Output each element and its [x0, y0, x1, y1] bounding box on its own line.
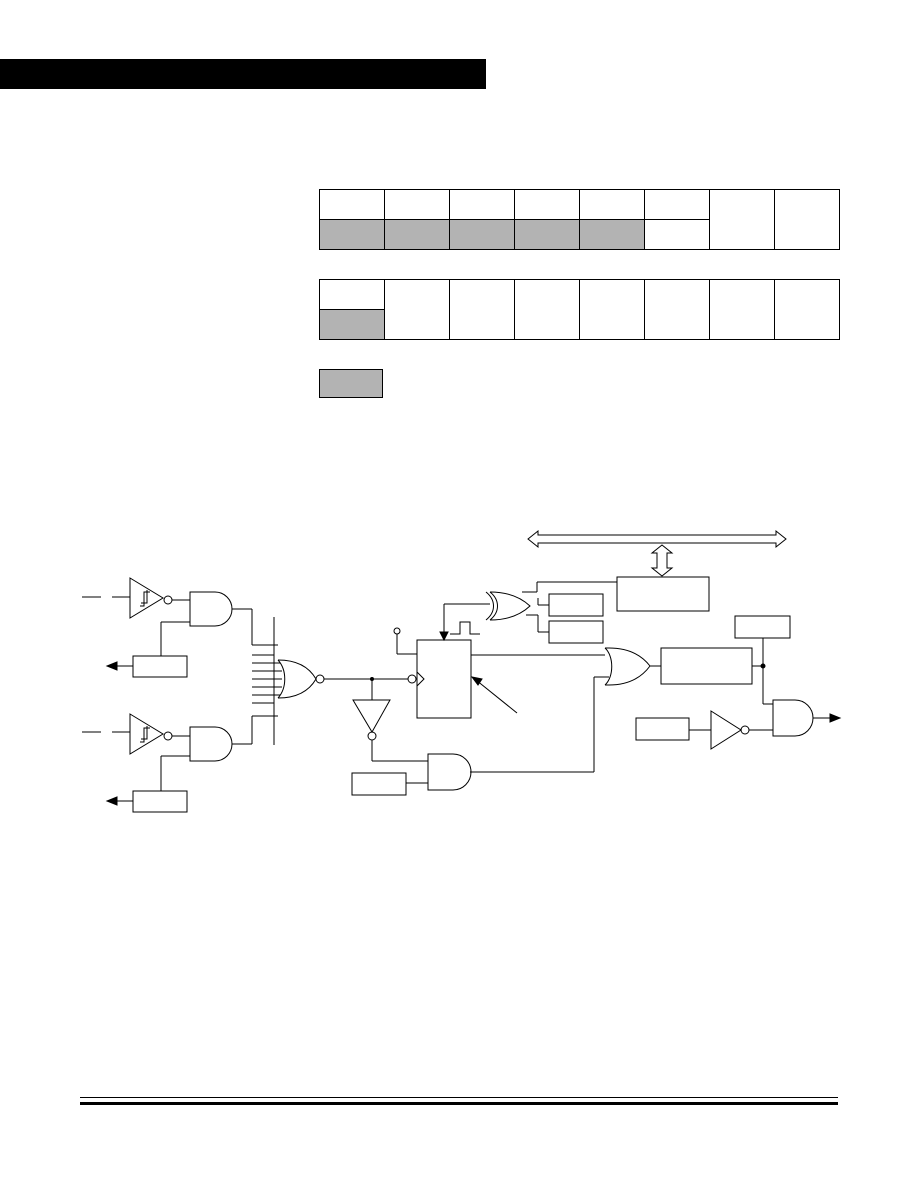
latch-block-2	[132, 790, 188, 813]
nor-gate	[252, 617, 325, 745]
register-1-table	[319, 189, 840, 250]
pointer-arrow	[475, 679, 518, 714]
footer-rule-thick	[80, 1102, 838, 1105]
pulse-icon	[450, 621, 480, 635]
legend-reserved-swatch	[319, 369, 383, 398]
and-gate-bottom	[427, 753, 472, 791]
reg1-bit2-value	[644, 219, 710, 250]
reg2-bit4	[514, 279, 580, 340]
inverter-down	[352, 699, 391, 733]
reg1-bit0	[774, 189, 840, 250]
inverter-right	[710, 710, 742, 750]
arrow-left-icon	[105, 661, 118, 671]
or-gate-right	[604, 647, 651, 686]
small-block-b	[548, 620, 604, 644]
reg1-bit1	[709, 189, 775, 250]
flip-flop	[416, 639, 472, 719]
register-block	[616, 576, 710, 612]
schmitt-trigger-icon	[140, 591, 150, 607]
xor-gate	[485, 591, 531, 621]
and-gate-right	[772, 699, 814, 737]
double-arrow-icon	[527, 529, 787, 549]
reg1-bit6-reserved	[384, 219, 450, 250]
register-2-table	[319, 279, 840, 340]
small-block-a	[548, 593, 604, 617]
reg1-bit5-reserved	[449, 219, 515, 250]
top-right-block	[734, 615, 791, 639]
reg1-bit4-label	[514, 189, 580, 220]
header-bar	[0, 59, 486, 89]
input-buffer-1	[129, 577, 164, 619]
footer-rule-thin	[80, 1097, 838, 1098]
logic-diagram	[82, 529, 842, 813]
reg2-bit0	[774, 279, 840, 340]
output-block	[660, 647, 753, 685]
arrow-right-icon	[829, 713, 842, 723]
bus-connection-arrow-icon	[650, 544, 674, 577]
bottom-block	[351, 772, 407, 796]
reg1-bit5-label	[449, 189, 515, 220]
reg2-bit3	[579, 279, 645, 340]
reg1-bit4-reserved	[514, 219, 580, 250]
schmitt-trigger-icon-2	[140, 727, 150, 743]
reg1-bit7-reserved	[319, 219, 385, 250]
reg2-bit2	[644, 279, 710, 340]
reg1-bit3-label	[579, 189, 645, 220]
reg2-bit1	[709, 279, 775, 340]
reg2-bit7-label	[319, 279, 385, 310]
reg2-bit6	[384, 279, 450, 340]
reg2-bit7-reserved	[319, 309, 385, 340]
and-gate-1	[189, 591, 233, 627]
small-terminal	[393, 627, 401, 635]
bottom-right-block	[635, 717, 690, 741]
reg1-bit6-label	[384, 189, 450, 220]
reg1-bit3-reserved	[579, 219, 645, 250]
latch-block-1	[132, 655, 188, 678]
input-buffer-2	[129, 713, 164, 755]
reg1-bit7-label	[319, 189, 385, 220]
and-gate-2	[189, 726, 233, 762]
reg2-bit5	[449, 279, 515, 340]
reg1-bit2-label	[644, 189, 710, 220]
